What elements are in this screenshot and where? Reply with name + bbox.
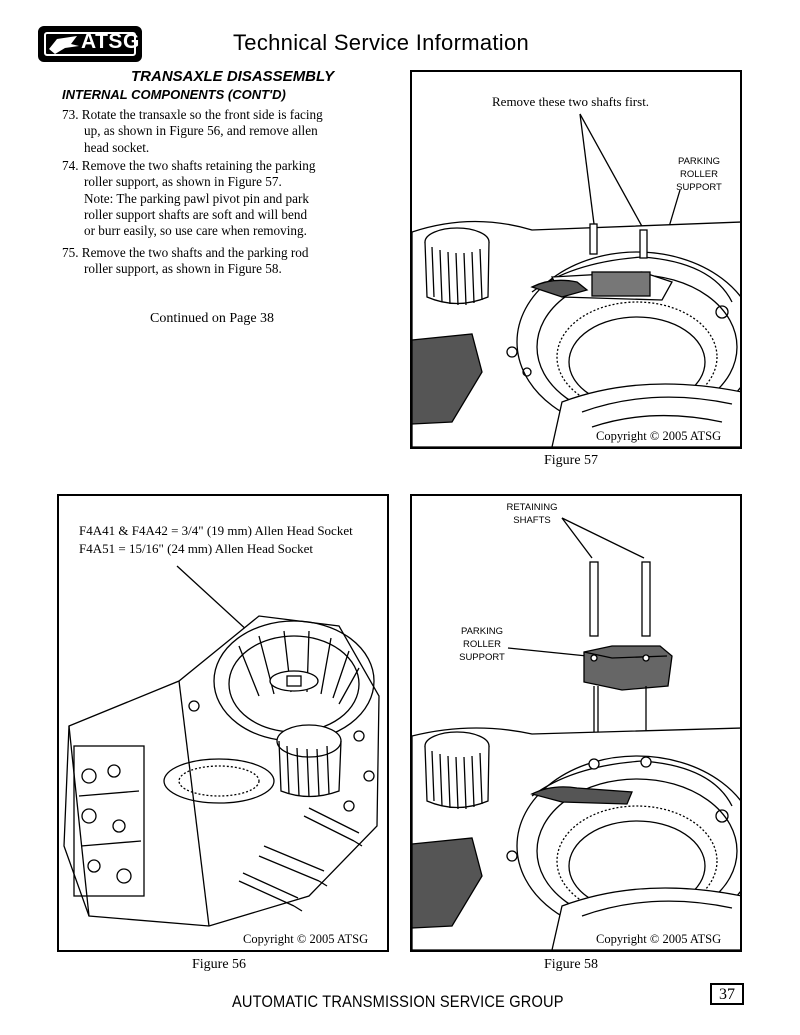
callout-text: ROLLER (680, 169, 718, 180)
figure-56-note-line1: F4A41 & F4A42 = 3/4" (19 mm) Allen Head … (79, 523, 353, 538)
atsg-logo: ATSG (38, 26, 142, 62)
callout-text: SHAFTS (513, 515, 550, 526)
step-text: or burr easily, so use care when removin… (84, 223, 307, 239)
figure-57-copyright: Copyright © 2005 ATSG (596, 429, 722, 443)
figure-58-copyright: Copyright © 2005 ATSG (596, 932, 722, 946)
page-header-title: Technical Service Information (233, 30, 530, 55)
step-text: Note: The parking pawl pivot pin and par… (84, 190, 309, 206)
figure-57-frame: Remove these two shafts first. (410, 70, 742, 449)
step-75: 75. Remove the two shafts and the parkin… (62, 245, 372, 278)
callout-text: PARKING (678, 156, 720, 167)
figure-56-copyright: Copyright © 2005 ATSG (243, 932, 369, 946)
section-title: TRANSAXLE DISASSEMBLY (131, 68, 335, 85)
logo-text: ATSG (81, 30, 140, 53)
figure-57-illustration: PARKING ROLLER SUPPORT (412, 113, 740, 447)
callout-text: SUPPORT (676, 182, 722, 193)
continued-note: Continued on Page 38 (150, 311, 275, 326)
step-73: 73. Rotate the transaxle so the front si… (62, 107, 372, 156)
page-number: 37 (710, 983, 744, 1005)
step-text: 73. Rotate the transaxle so the front si… (62, 107, 323, 122)
page-footer: AUTOMATIC TRANSMISSION SERVICE GROUP (232, 992, 564, 1011)
callout-text: PARKING (461, 626, 503, 637)
figure-58-caption: Figure 58 (544, 957, 599, 972)
figure-58-illustration: RETAINING SHAFTS PARKING ROLLER SUPPORT (412, 502, 740, 950)
step-text: roller support shafts are soft and will … (84, 206, 308, 222)
step-74: 74. Remove the two shafts retaining the … (62, 158, 372, 239)
step-text: roller support, as shown in Figure 58. (84, 261, 282, 277)
step-text: roller support, as shown in Figure 57. (84, 174, 282, 190)
callout-text: RETAINING (506, 502, 557, 513)
step-text: head socket. (84, 139, 150, 155)
callout-text: SUPPORT (459, 652, 505, 663)
figure-56-illustration (63, 565, 380, 927)
figure-58-frame: RETAINING SHAFTS PARKING ROLLER SUPPORT … (410, 494, 742, 952)
car-icon (49, 36, 79, 54)
figure-57-note: Remove these two shafts first. (492, 94, 650, 109)
figure-56-caption: Figure 56 (192, 957, 247, 972)
subsection-title: INTERNAL COMPONENTS (CONT'D) (62, 87, 286, 102)
figure-57-caption: Figure 57 (544, 453, 599, 468)
callout-text: ROLLER (463, 639, 501, 650)
step-text: up, as shown in Figure 56, and remove al… (84, 123, 318, 139)
figure-56-note-line2: F4A51 = 15/16" (24 mm) Allen Head Socket (79, 541, 313, 556)
step-text: 74. Remove the two shafts retaining the … (62, 158, 316, 173)
step-text: 75. Remove the two shafts and the parkin… (62, 245, 309, 260)
figure-56-frame: F4A41 & F4A42 = 3/4" (19 mm) Allen Head … (57, 494, 389, 952)
